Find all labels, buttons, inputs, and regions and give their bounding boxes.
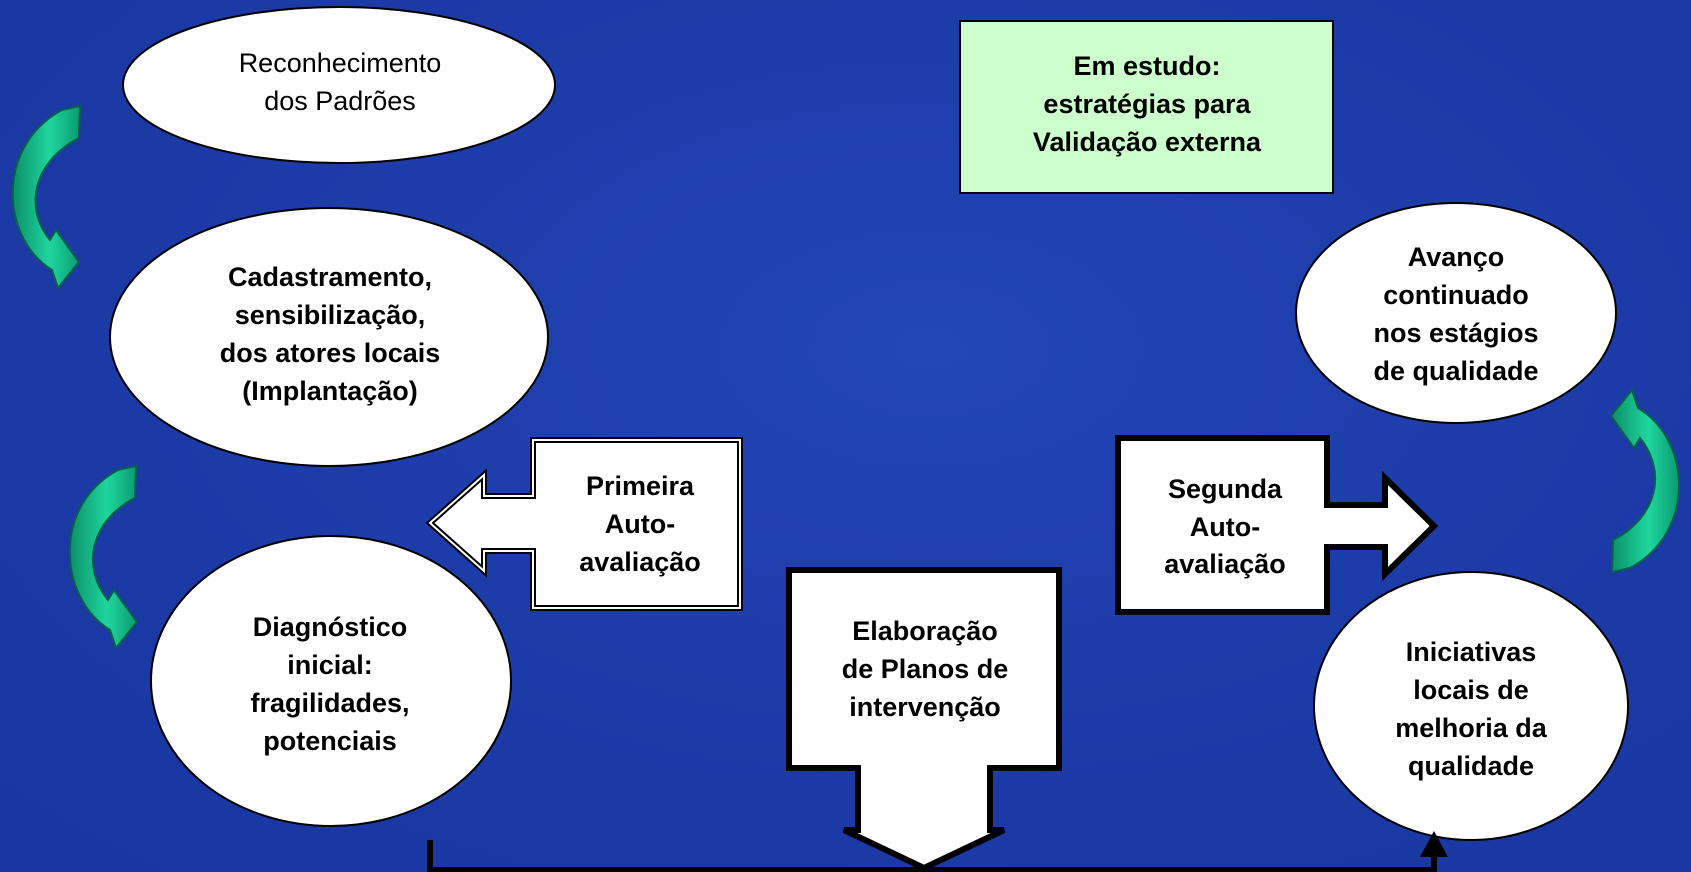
node-diagnostico: Diagnóstico inicial: fragilidades, poten…: [250, 612, 410, 756]
callout-primeira: Primeira Auto- avaliação: [579, 471, 701, 577]
callout-elaboracao-shape: [786, 567, 1062, 872]
node-cadastramento-shape: [109, 207, 549, 467]
node-em-estudo: Em estudo: estratégias para Validação ex…: [1032, 51, 1262, 157]
callout-segunda: Segunda Auto- avaliação: [1164, 473, 1286, 580]
node-reconhecimento-shape: [122, 6, 556, 164]
node-em-estudo-shape: [959, 20, 1334, 194]
callout-segunda-shape: [1115, 435, 1439, 615]
curved-arrow-3: [1609, 387, 1680, 574]
node-iniciativas: Iniciativas locais de melhoria da qualid…: [1395, 637, 1547, 781]
bottom-connector-line: [427, 840, 1437, 872]
curved-arrow-1: [11, 104, 82, 291]
node-reconhecimento: Reconhecimento dos Padrões: [238, 48, 442, 116]
node-iniciativas-shape: [1313, 571, 1629, 841]
node-avanco-shape: [1295, 202, 1617, 424]
curved-arrow-2: [68, 464, 139, 651]
node-elaboracao: Elaboração de Planos de intervenção: [841, 616, 1009, 722]
bottom-connector-arrowhead: [1420, 831, 1448, 857]
node-cadastramento: Cadastramento, sensibilização, dos atore…: [219, 262, 441, 406]
node-diagnostico-shape: [150, 535, 512, 827]
node-avanco: Avanço continuado nos estágios de qualid…: [1373, 242, 1539, 386]
